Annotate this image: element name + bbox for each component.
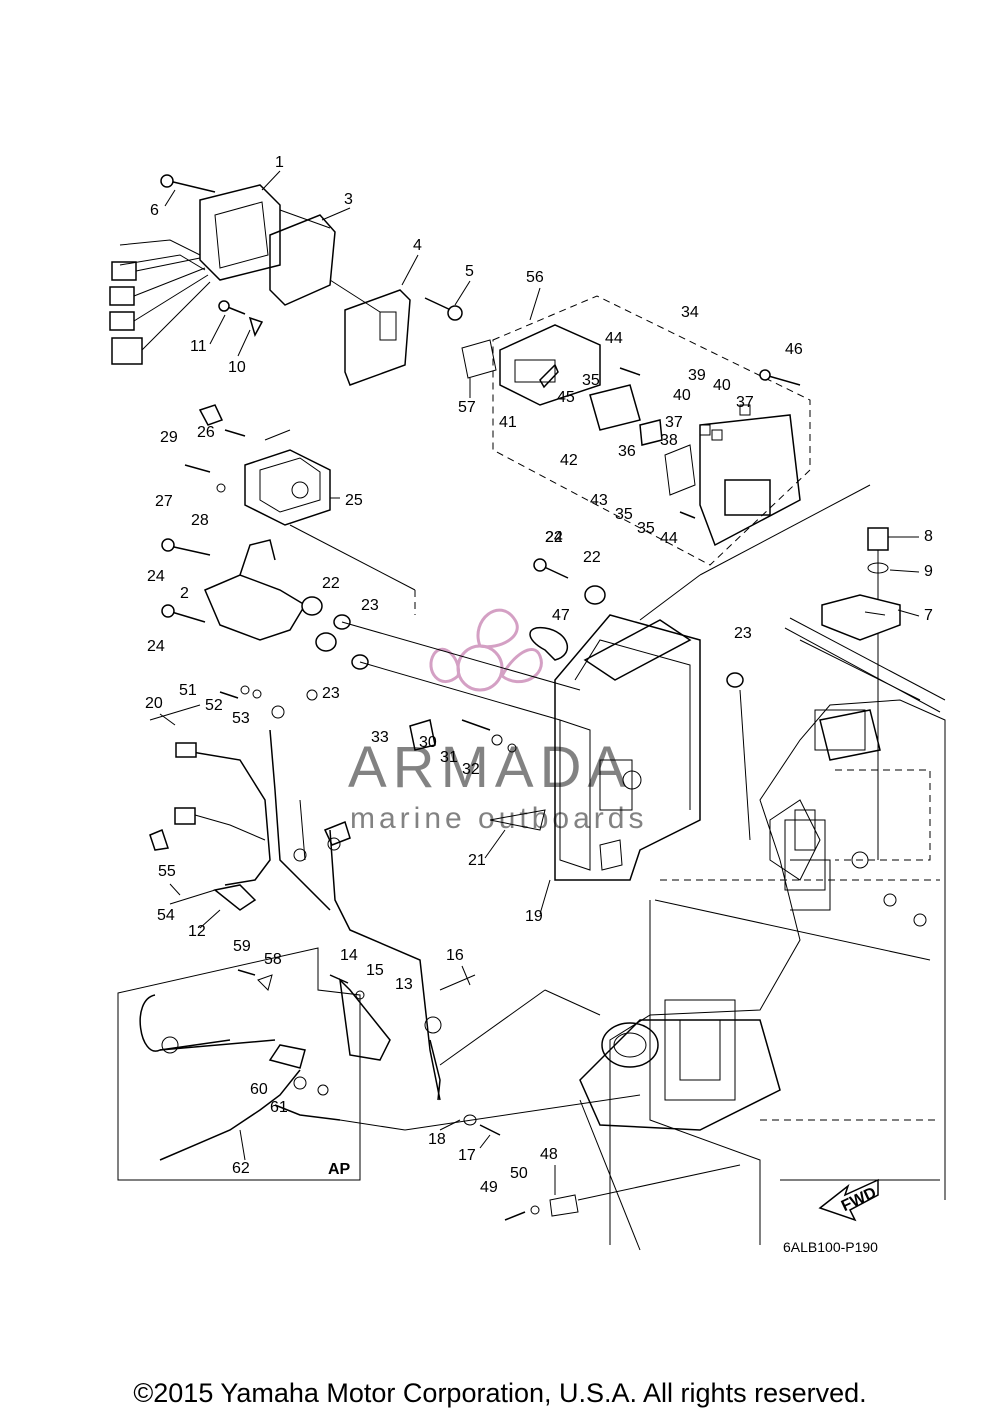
callout: 19 xyxy=(525,908,543,925)
electrical-bracket xyxy=(529,484,871,881)
ap-label: AP xyxy=(328,1161,351,1178)
callout: 21 xyxy=(468,852,486,869)
callout: 44 xyxy=(660,530,678,547)
callout: 25 xyxy=(345,492,363,509)
callout: 56 xyxy=(526,269,544,286)
engine-block xyxy=(579,699,946,1251)
callout: 42 xyxy=(560,452,578,469)
ap-box xyxy=(117,947,361,1181)
callout: 33 xyxy=(371,729,389,746)
callout: 40 xyxy=(713,377,731,394)
callout: 36 xyxy=(618,443,636,460)
armada-watermark: ARMADA marine outboards xyxy=(348,608,643,835)
callout: 45 xyxy=(557,389,575,406)
callout: 11 xyxy=(190,338,207,355)
callout: 23 xyxy=(361,597,379,614)
callout: 32 xyxy=(462,761,480,778)
callout: 22 xyxy=(545,529,563,546)
callout: 24 xyxy=(147,638,165,655)
callout: 61 xyxy=(270,1099,288,1116)
callout: 4 xyxy=(413,237,422,254)
armada-logo-icon xyxy=(429,608,543,692)
callout: 23 xyxy=(322,685,340,702)
fwd-arrow-icon: FWD xyxy=(818,1178,879,1222)
callout-labels: 1 2 3 4 5 6 7 8 9 10 11 12 13 14 15 16 1… xyxy=(145,154,933,1196)
wire-harness xyxy=(149,685,546,1101)
callout: 16 xyxy=(446,947,464,964)
callout: 57 xyxy=(458,399,476,416)
callout: 48 xyxy=(540,1146,558,1163)
callout: 40 xyxy=(673,387,691,404)
callout: 3 xyxy=(344,191,353,208)
callout: 39 xyxy=(688,367,706,384)
callout: 29 xyxy=(160,429,178,446)
battery-cable xyxy=(139,969,741,1221)
callout: 17 xyxy=(458,1147,476,1164)
callout: 55 xyxy=(158,863,176,880)
callout: 46 xyxy=(785,341,803,358)
callout: 7 xyxy=(924,607,933,624)
rectifier-regulator xyxy=(109,174,463,386)
callout: 44 xyxy=(605,330,623,347)
callout: 58 xyxy=(264,951,282,968)
callout: 27 xyxy=(155,493,173,510)
callout: 2 xyxy=(180,585,189,602)
callout: 15 xyxy=(366,962,384,979)
callout: 47 xyxy=(552,607,570,624)
callout: 20 xyxy=(145,695,163,712)
callout: 50 xyxy=(510,1165,528,1182)
callout: 35 xyxy=(582,372,600,389)
callout: 24 xyxy=(147,568,165,585)
watermark-brand: ARMADA xyxy=(348,735,632,800)
callout: 23 xyxy=(734,625,752,642)
callout: 18 xyxy=(428,1131,446,1148)
callout: 53 xyxy=(232,710,250,727)
callout: 52 xyxy=(205,697,223,714)
diagram-code: 6ALB100-P190 xyxy=(783,1239,878,1255)
ecm-assembly xyxy=(461,295,811,566)
callout: 31 xyxy=(440,749,458,766)
copyright-notice: ©2015 Yamaha Motor Corporation, U.S.A. A… xyxy=(133,1378,867,1408)
callout: 35 xyxy=(615,506,633,523)
hose-lines xyxy=(784,617,946,713)
callout: 10 xyxy=(228,359,246,376)
callout: 51 xyxy=(179,682,197,699)
callout: 22 xyxy=(583,549,601,566)
callout: 38 xyxy=(660,432,678,449)
clip-parts xyxy=(821,527,901,641)
callout: 13 xyxy=(395,976,413,993)
cover xyxy=(344,289,411,386)
callout: 59 xyxy=(233,938,251,955)
callout: 24 xyxy=(545,529,563,546)
callout: 5 xyxy=(465,263,474,280)
callout: 9 xyxy=(924,563,933,580)
callout: 1 xyxy=(275,154,284,171)
ignition-coil xyxy=(184,404,416,615)
leader-lines xyxy=(159,170,920,1195)
callout: 14 xyxy=(340,947,358,964)
callout: 60 xyxy=(250,1081,268,1098)
callout: 41 xyxy=(499,414,517,431)
callout: 8 xyxy=(924,528,933,545)
callout: 62 xyxy=(232,1160,250,1177)
callout: 6 xyxy=(150,202,159,219)
callout: 54 xyxy=(157,907,175,924)
callout: 43 xyxy=(590,492,608,509)
gasket xyxy=(269,214,336,306)
callout: 34 xyxy=(681,304,699,321)
callout: 37 xyxy=(665,414,683,431)
callout: 28 xyxy=(191,512,209,529)
callout: 30 xyxy=(419,734,437,751)
callout: 22 xyxy=(322,575,340,592)
callout: 49 xyxy=(480,1179,498,1196)
callout: 37 xyxy=(736,394,754,411)
callout: 35 xyxy=(637,520,655,537)
callout: 26 xyxy=(197,424,215,441)
bracket-assembly xyxy=(161,538,744,721)
